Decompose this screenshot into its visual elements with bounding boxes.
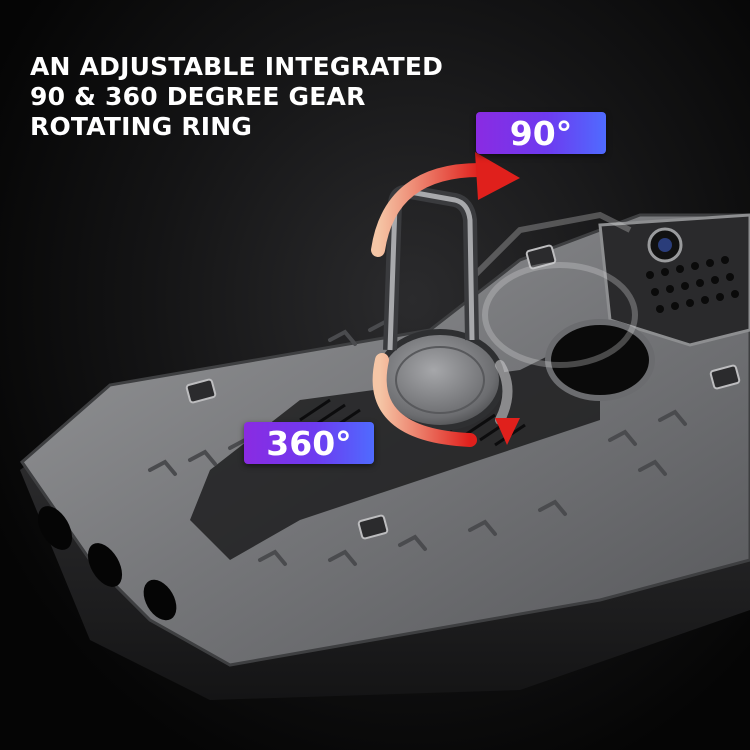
bottom-ports — [37, 506, 177, 621]
rotation-arrow-icon — [371, 152, 520, 257]
headline-line-2: 90 & 360 DEGREE GEAR — [30, 82, 366, 111]
rotation-arrow-icon — [372, 353, 520, 447]
headline: AN ADJUSTABLE INTEGRATED 90 & 360 DEGREE… — [30, 52, 450, 142]
camera-module — [598, 213, 750, 347]
camera-lens-icon — [647, 227, 683, 263]
logo-cutout — [545, 319, 655, 401]
badge-360-degree: 360° — [244, 422, 374, 464]
ring-ghost — [467, 211, 638, 368]
headline-line-1: AN ADJUSTABLE INTEGRATED — [30, 52, 444, 81]
headline-line-3: ROTATING RING — [30, 112, 253, 141]
badge-90-degree: 90° — [476, 112, 606, 154]
camera-grille — [646, 256, 739, 313]
corner-bumper-screws — [185, 244, 741, 540]
